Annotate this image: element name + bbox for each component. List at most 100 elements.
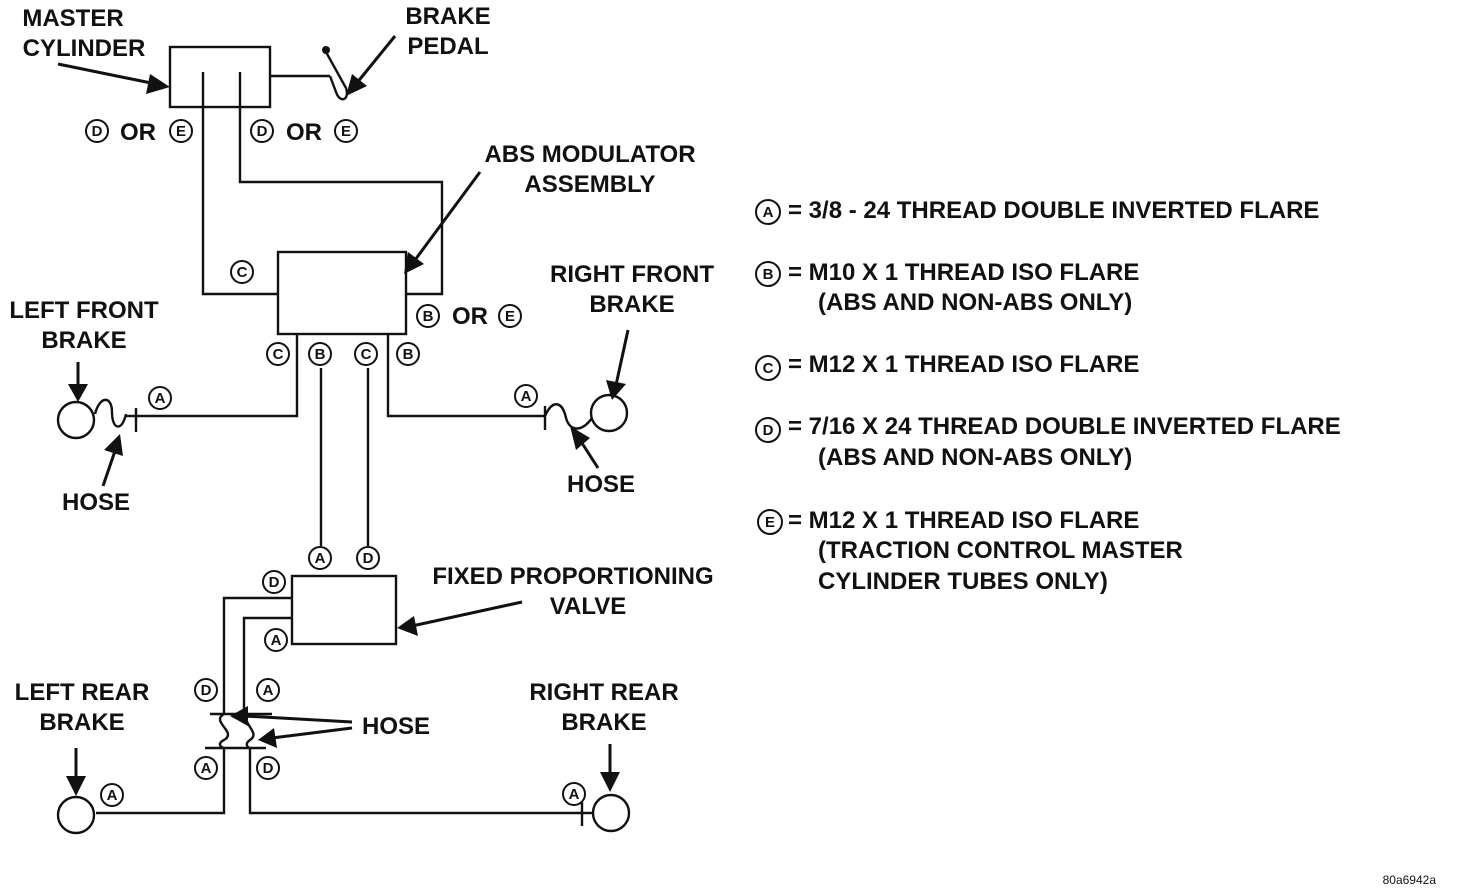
master-cylinder bbox=[168, 45, 272, 109]
legend-text: = M12 X 1 THREAD ISO FLARE bbox=[788, 351, 1139, 378]
fitting-callout-letter: D bbox=[201, 682, 212, 699]
legend-text: (ABS AND NON-ABS ONLY) bbox=[818, 444, 1132, 471]
fitting-callout-a: A bbox=[562, 782, 586, 806]
legend-letter: B bbox=[763, 266, 774, 283]
abs-modulator-label-2: ASSEMBLY bbox=[524, 171, 655, 198]
fitting-callout-letter: B bbox=[315, 346, 326, 363]
fitting-callout-letter: A bbox=[569, 786, 580, 803]
left-rear-brake-label-2: BRAKE bbox=[39, 709, 124, 736]
fitting-callout-a: A bbox=[194, 756, 218, 780]
legend-entry-b: B = M10 X 1 THREAD ISO FLARE (ABS AND NO… bbox=[755, 259, 1139, 316]
or-label-2: OR bbox=[286, 119, 322, 146]
fitting-callout-d: D bbox=[85, 119, 109, 143]
fitting-callout-letter: B bbox=[423, 308, 434, 325]
legend-entry-a: A = 3/8 - 24 THREAD DOUBLE INVERTED FLAR… bbox=[755, 197, 1319, 225]
left-front-brake-label-1: LEFT FRONT bbox=[9, 297, 159, 324]
fitting-callout-letter: D bbox=[257, 123, 268, 140]
fitting-callout-letter: D bbox=[269, 574, 280, 591]
fitting-callout-letter: A bbox=[271, 632, 282, 649]
fitting-callout-a: A bbox=[100, 783, 124, 807]
master-cylinder-label-2: CYLINDER bbox=[23, 35, 146, 62]
fitting-callout-a: A bbox=[514, 384, 538, 408]
fitting-callout-d: D bbox=[262, 570, 286, 594]
fitting-callout-letter: E bbox=[341, 123, 351, 140]
fitting-callout-d: D bbox=[256, 756, 280, 780]
fitting-callout-letter: A bbox=[107, 787, 118, 804]
legend-text: (ABS AND NON-ABS ONLY) bbox=[818, 289, 1132, 316]
master-cylinder-label-1: MASTER bbox=[22, 5, 123, 32]
left-rear-brake-label-1: LEFT REAR bbox=[15, 679, 150, 706]
or-label-3: OR bbox=[452, 303, 488, 330]
fitting-callout-letter: D bbox=[263, 760, 274, 777]
right-rear-brake-icon bbox=[591, 793, 631, 833]
fitting-callout-letter: C bbox=[237, 264, 248, 281]
fitting-callout-d: D bbox=[250, 119, 274, 143]
legend-letter: E bbox=[765, 514, 775, 531]
brake-lines bbox=[96, 74, 594, 826]
fitting-callout-letter: A bbox=[155, 390, 166, 407]
fitting-callout-e: E bbox=[169, 119, 193, 143]
left-front-brake-label-2: BRAKE bbox=[41, 327, 126, 354]
figure-reference: 80a6942a bbox=[1383, 873, 1437, 887]
fitting-callout-letter: A bbox=[201, 760, 212, 777]
brake-pedal-icon bbox=[324, 51, 349, 101]
abs-modulator-assembly bbox=[276, 250, 408, 336]
fitting-callout-letter: C bbox=[273, 346, 284, 363]
fitting-callout-d: D bbox=[356, 546, 380, 570]
legend-entry-d: D = 7/16 X 24 THREAD DOUBLE INVERTED FLA… bbox=[755, 413, 1341, 471]
legend-entry-e: E = M12 X 1 THREAD ISO FLARE (TRACTION C… bbox=[757, 507, 1183, 595]
right-front-brake-icon bbox=[589, 393, 629, 433]
legend-text: = M10 X 1 THREAD ISO FLARE bbox=[788, 259, 1139, 286]
legend-text: = M12 X 1 THREAD ISO FLARE bbox=[788, 507, 1139, 534]
legend-entry-c: C = M12 X 1 THREAD ISO FLARE bbox=[755, 351, 1139, 381]
fitting-callout-letter: E bbox=[505, 308, 515, 325]
master-cylinder-ports bbox=[201, 72, 242, 107]
fitting-callout-a: A bbox=[308, 546, 332, 570]
or-label-1: OR bbox=[120, 119, 156, 146]
fitting-callout-letter: A bbox=[263, 682, 274, 699]
right-rear-brake-label-2: BRAKE bbox=[561, 709, 646, 736]
right-front-hose-label: HOSE bbox=[567, 471, 635, 498]
rear-hose-label: HOSE bbox=[362, 713, 430, 740]
brake-pedal-label-2: PEDAL bbox=[407, 33, 488, 60]
legend-letter: D bbox=[763, 422, 774, 439]
fixed-proportioning-valve bbox=[290, 574, 398, 646]
right-rear-brake-label-1: RIGHT REAR bbox=[529, 679, 678, 706]
legend-text: (TRACTION CONTROL MASTER bbox=[818, 537, 1183, 564]
left-front-hose-label: HOSE bbox=[62, 489, 130, 516]
fitting-callout-letter: A bbox=[315, 550, 326, 567]
brake-pedal-pivot-icon bbox=[322, 46, 330, 54]
fitting-callouts: D E D E C B E C B C B A A A D D A D A A … bbox=[85, 119, 586, 807]
left-front-brake-icon bbox=[56, 400, 96, 440]
legend-text: = 7/16 X 24 THREAD DOUBLE INVERTED FLARE bbox=[788, 413, 1341, 440]
fixed-proportioning-valve-label-2: VALVE bbox=[550, 593, 626, 620]
abs-modulator-label-1: ABS MODULATOR bbox=[484, 141, 695, 168]
legend-letter: A bbox=[763, 204, 774, 221]
fitting-callout-e: E bbox=[498, 304, 522, 328]
legend-letter: C bbox=[763, 360, 774, 377]
fitting-callout-letter: A bbox=[521, 388, 532, 405]
fitting-callout-letter: C bbox=[361, 346, 372, 363]
right-front-brake-label-2: BRAKE bbox=[589, 291, 674, 318]
fitting-callout-a: A bbox=[256, 678, 280, 702]
left-rear-brake-icon bbox=[56, 795, 96, 835]
pointer-arrows bbox=[57, 35, 630, 796]
fitting-callout-c: C bbox=[230, 260, 254, 284]
fitting-callout-b: B bbox=[416, 304, 440, 328]
fitting-callout-d: D bbox=[194, 678, 218, 702]
legend-text: CYLINDER TUBES ONLY) bbox=[818, 568, 1108, 595]
fitting-callout-b: B bbox=[308, 342, 332, 366]
fitting-callout-letter: D bbox=[92, 123, 103, 140]
fitting-callout-e: E bbox=[334, 119, 358, 143]
fitting-callout-c: C bbox=[354, 342, 378, 366]
legend-text: = 3/8 - 24 THREAD DOUBLE INVERTED FLARE bbox=[788, 197, 1319, 224]
fitting-callout-b: B bbox=[396, 342, 420, 366]
fitting-callout-a: A bbox=[264, 628, 288, 652]
right-front-brake-label-1: RIGHT FRONT bbox=[550, 261, 714, 288]
fitting-callout-a: A bbox=[148, 386, 172, 410]
fitting-callout-c: C bbox=[266, 342, 290, 366]
fitting-callout-letter: D bbox=[363, 550, 374, 567]
fixed-proportioning-valve-label-1: FIXED PROPORTIONING bbox=[432, 563, 713, 590]
brake-pedal-label-1: BRAKE bbox=[405, 3, 490, 30]
